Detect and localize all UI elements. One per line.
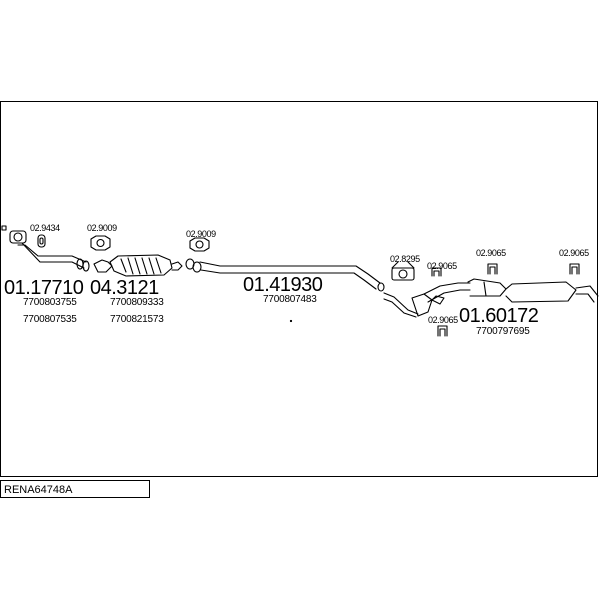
- oe-reference: 7700807483: [263, 294, 317, 305]
- oe-reference: 7700807535: [23, 314, 77, 325]
- accessory-code: 02.9065: [427, 261, 457, 271]
- oe-reference: 7700821573: [110, 314, 164, 325]
- clamp-icon: [391, 261, 415, 281]
- oe-reference: 7700797695: [476, 326, 530, 337]
- gasket-icon: [90, 235, 111, 251]
- hanger-rubber-icon: [437, 325, 448, 337]
- part-code-intermediate-pipe: 01.41930: [243, 274, 323, 296]
- intermediate-pipe-part: [185, 258, 385, 292]
- part-code-rear-silencer: 01.60172: [459, 305, 539, 327]
- ring-rubber-icon: [37, 234, 46, 248]
- hanger-rubber-icon: [487, 263, 498, 275]
- accessory-code: 02.9009: [186, 229, 216, 239]
- accessory-code: 02.9434: [30, 223, 60, 233]
- accessory-code: 02.9065: [559, 248, 589, 258]
- accessory-code: 02.9065: [428, 315, 458, 325]
- part-code-front-pipe: 01.17710: [4, 277, 84, 299]
- accessory-code: 02.9065: [476, 248, 506, 258]
- front-pipe-part: [1, 225, 90, 272]
- hanger-rubber-icon: [431, 267, 442, 277]
- hanger-rubber-icon: [569, 263, 580, 275]
- oe-reference: 7700809333: [110, 297, 164, 308]
- catalytic-converter-part: [93, 254, 183, 277]
- diagram-frame: [0, 101, 598, 477]
- accessory-code: 02.8295: [390, 254, 420, 264]
- accessory-code: 02.9009: [87, 223, 117, 233]
- oe-reference: 7700803755: [23, 297, 77, 308]
- rear-silencer-part: [383, 278, 599, 318]
- gasket-icon: [189, 237, 210, 252]
- part-code-catalytic-converter: 04.3121: [90, 277, 159, 299]
- diagram-title: RENA64748A: [0, 480, 150, 498]
